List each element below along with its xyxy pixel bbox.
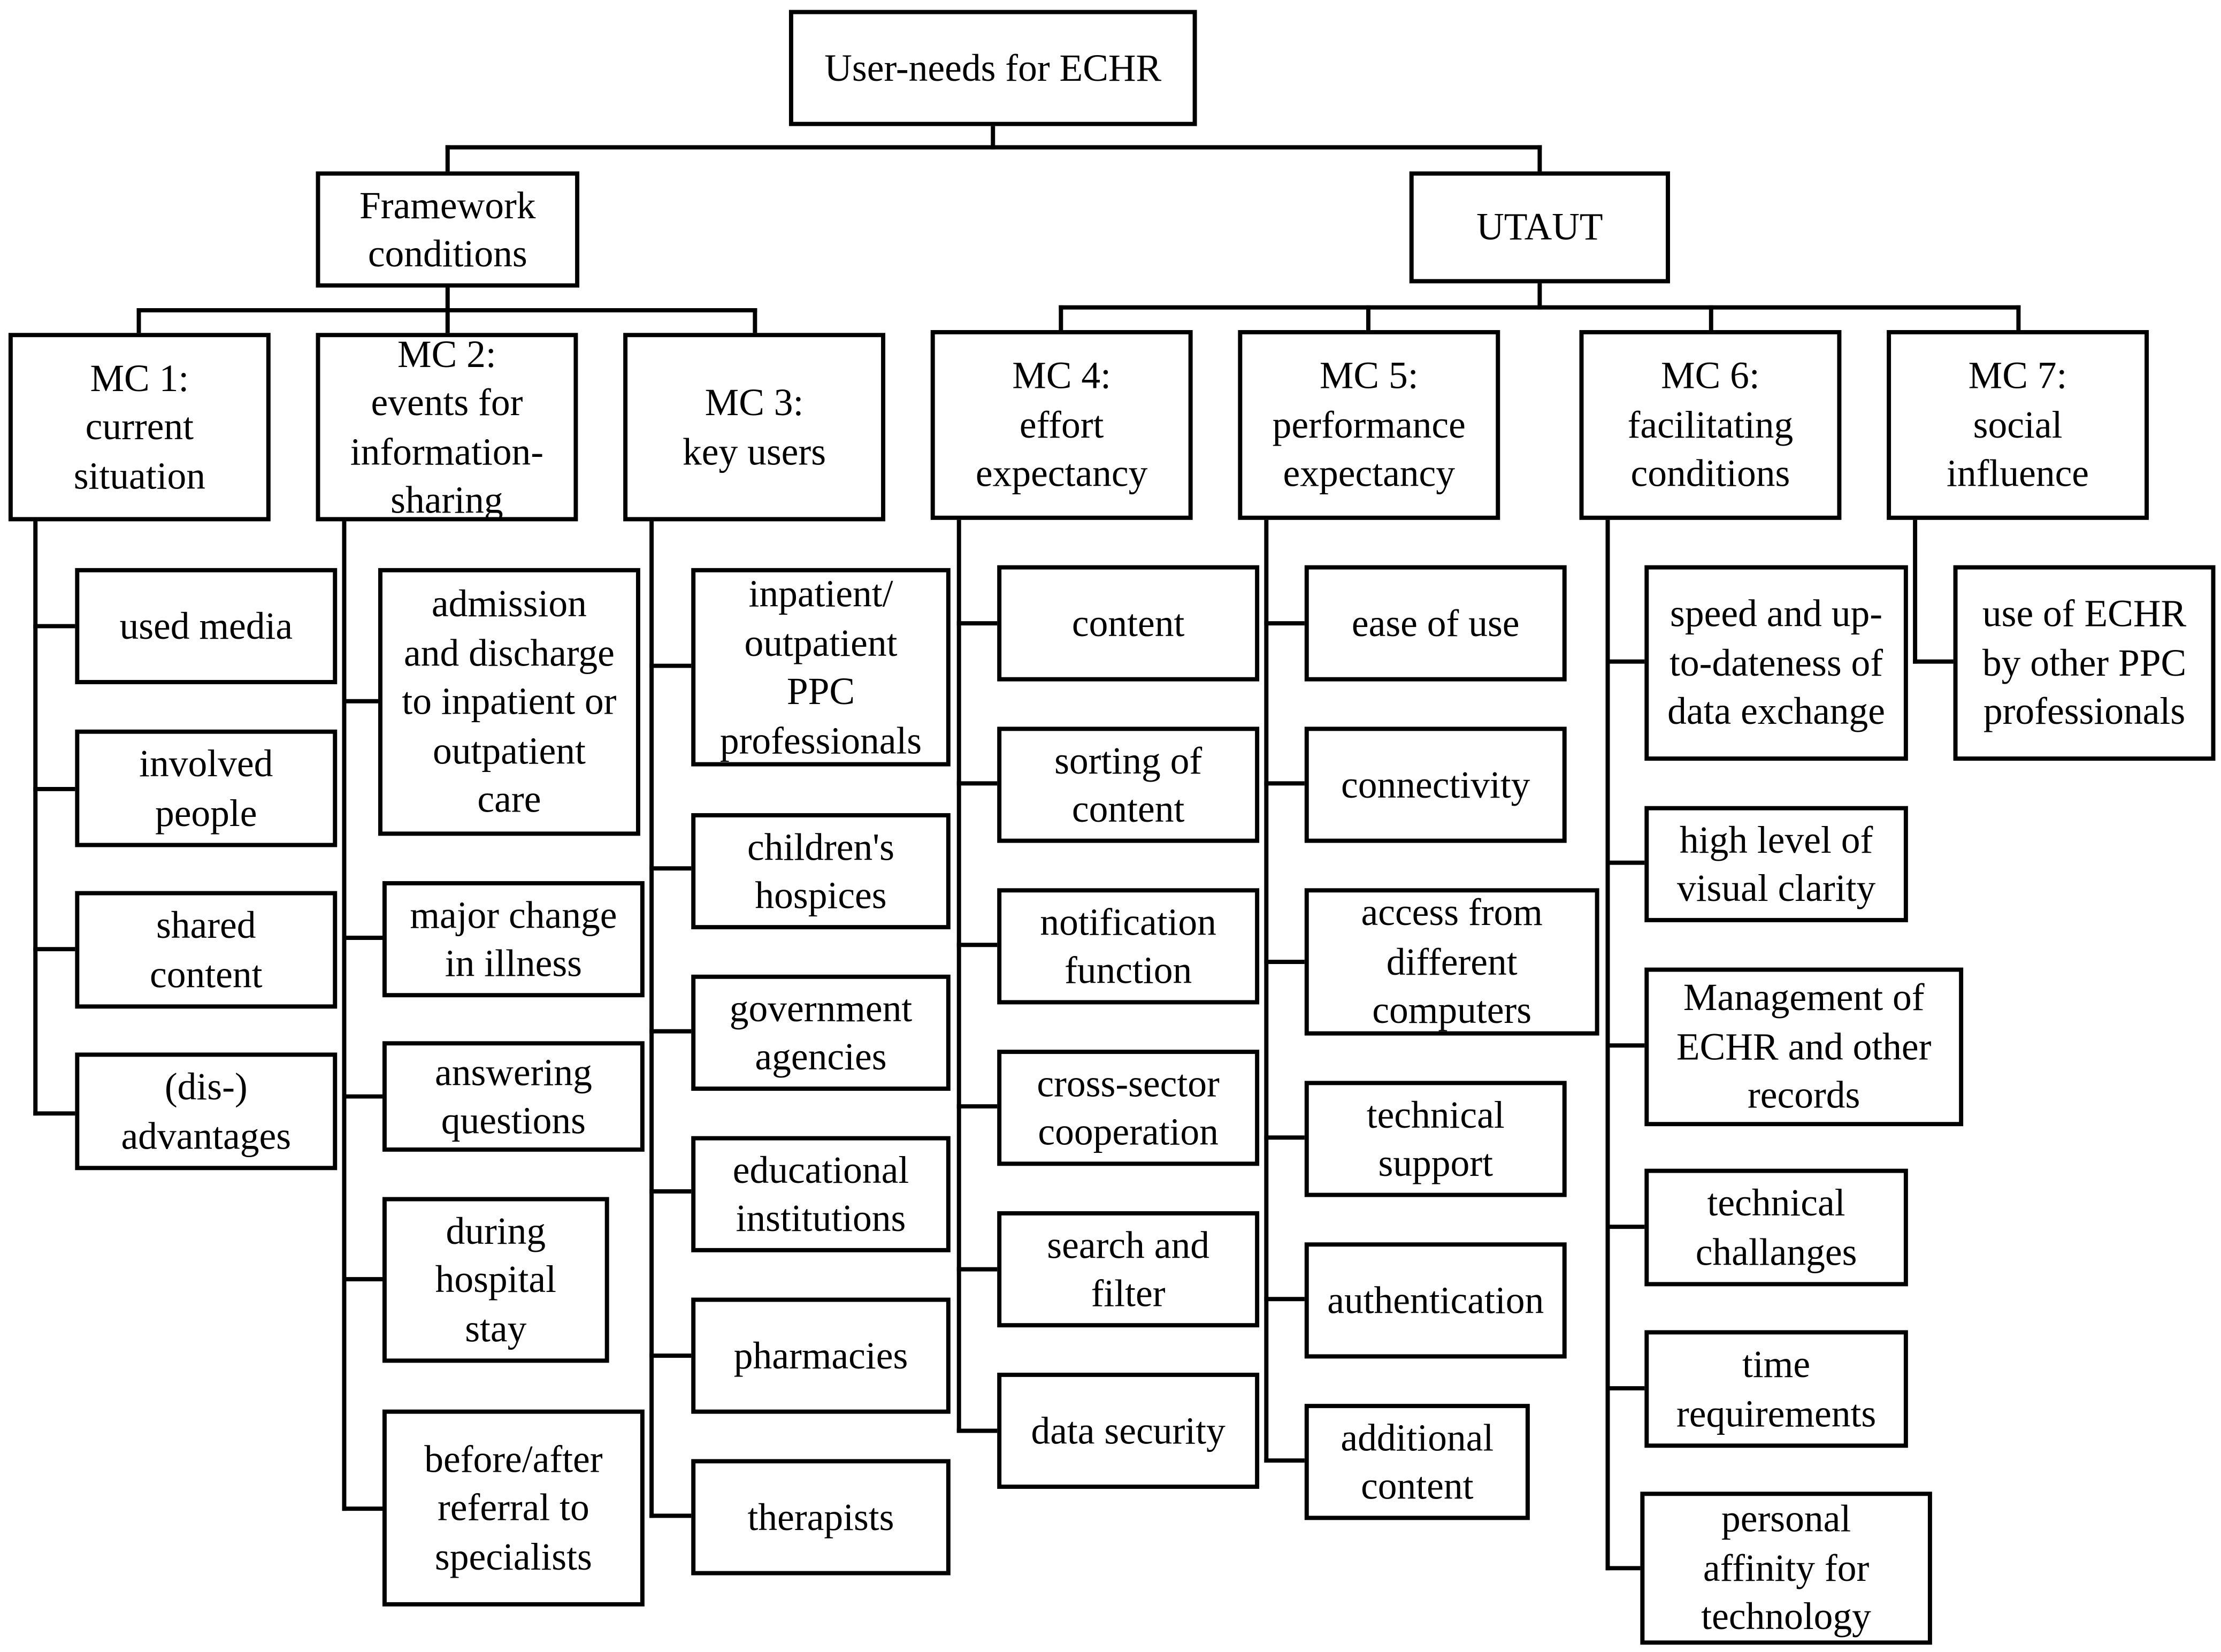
mc5-item: authentication	[1304, 1242, 1567, 1359]
mc2-header: MC 2: events for information- sharing	[316, 332, 578, 522]
mc1-item: used media	[75, 568, 338, 684]
mc4-item: sorting of content	[997, 726, 1260, 843]
mc2-item: admission and discharge to inpatient or …	[378, 568, 640, 836]
mc7-item: use of ECHR by other PPC professionals	[1953, 565, 2216, 761]
mc1-item: shared content	[75, 891, 338, 1009]
mc2-item: during hospital stay	[382, 1197, 609, 1363]
mc4-header: MC 4: effort expectancy	[930, 330, 1193, 520]
mc5-item: technical support	[1304, 1081, 1567, 1197]
mc6-item: technical challanges	[1644, 1168, 1908, 1287]
mc5-item: ease of use	[1304, 565, 1567, 682]
mc4-item: search and filter	[997, 1211, 1260, 1328]
framework-conditions-node: Framework conditions	[316, 171, 580, 288]
mc4-item: cross-sector cooperation	[997, 1050, 1260, 1166]
mc6-item: Management of ECHR and other records	[1644, 967, 1964, 1127]
mc7-header: MC 7: social influence	[1887, 330, 2149, 520]
mc1-item: involved people	[75, 729, 338, 847]
mc3-item: children's hospices	[691, 813, 951, 930]
mc1-header: MC 1: current situation	[8, 333, 271, 522]
mc3-header: MC 3: key users	[623, 333, 885, 522]
mc3-item: educational institutions	[691, 1136, 951, 1252]
mc5-item: connectivity	[1304, 726, 1567, 843]
mc5-item: access from different computers	[1304, 888, 1599, 1036]
mc2-item: answering questions	[382, 1041, 645, 1152]
root-node: User-needs for ECHR	[788, 10, 1197, 126]
mc3-item: therapists	[691, 1459, 951, 1575]
mc1-item: (dis-) advantages	[75, 1052, 338, 1171]
mc3-item: government agencies	[691, 974, 951, 1091]
mc3-item: pharmacies	[691, 1297, 951, 1414]
mc6-item: high level of visual clarity	[1644, 806, 1908, 922]
mc4-item: data security	[997, 1372, 1260, 1489]
mc4-item: notification function	[997, 888, 1260, 1005]
mc3-item: inpatient/ outpatient PPC professionals	[691, 568, 951, 767]
mc6-item: personal affinity for technology	[1640, 1492, 1932, 1645]
mc6-item: speed and up- to-dateness of data exchan…	[1644, 565, 1908, 761]
mc4-item: content	[997, 565, 1260, 682]
utaut-node: UTAUT	[1409, 171, 1670, 284]
mc6-item: time requirements	[1644, 1330, 1908, 1448]
mc5-header: MC 5: performance expectancy	[1238, 330, 1500, 520]
mc2-item: major change in illness	[382, 881, 645, 998]
mc2-item: before/after referral to specialists	[382, 1409, 645, 1607]
mc5-item: additional content	[1304, 1404, 1530, 1520]
mc6-header: MC 6: facilitating conditions	[1579, 330, 1842, 520]
